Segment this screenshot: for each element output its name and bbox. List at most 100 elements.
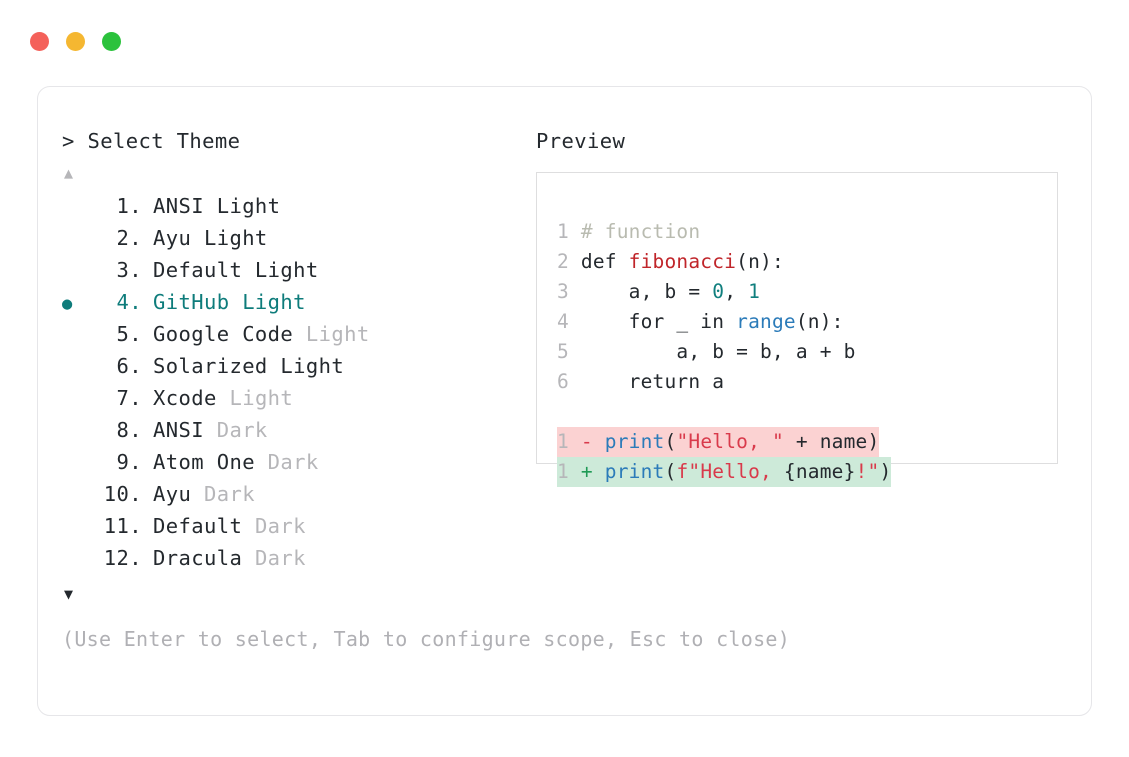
theme-item-name: Solarized Light: [153, 353, 345, 378]
theme-list-item[interactable]: ● 6. Solarized Light: [62, 354, 532, 386]
code-line: 3 a, b = 0, 1: [557, 277, 1057, 307]
bullet-spacer: ●: [62, 232, 93, 249]
theme-list-item[interactable]: ●11.Default Dark: [62, 514, 532, 546]
code-token-string: f"Hello,: [676, 459, 784, 483]
theme-item-name: Google Code: [153, 321, 294, 346]
theme-list-item[interactable]: ● 4.GitHub Light: [62, 290, 532, 322]
code-token-plain: ): [879, 459, 892, 483]
code-token-plain: (: [664, 429, 677, 453]
code-token-plain: (: [664, 459, 677, 483]
scroll-up-arrow-icon[interactable]: ▲: [64, 163, 74, 182]
theme-list-pane: > Select Theme ▲ ● 1. ANSI Light ● 2.Ayu L…: [62, 129, 532, 602]
code-token-builtin: print: [604, 429, 665, 453]
theme-item-number: 7.: [103, 385, 142, 410]
preview-label: Preview: [536, 129, 626, 153]
theme-list-item[interactable]: ● 9. Atom One Dark: [62, 450, 532, 482]
theme-list: ● 1.ANSI Light● 2.Ayu Light● 3.Default L…: [62, 194, 532, 578]
code-line: 4 for _ in range(n):: [557, 307, 1057, 337]
diff-line-number: 1: [557, 459, 569, 483]
diff-line-number: 1: [557, 429, 569, 453]
bullet-spacer: ●: [62, 200, 93, 217]
bullet-spacer: ●: [62, 328, 93, 345]
theme-item-name: Ayu: [153, 481, 192, 506]
code-line-number: 5: [557, 339, 569, 363]
theme-item-number: 11.: [103, 513, 142, 538]
bullet-spacer: ●: [62, 456, 93, 473]
selected-bullet-icon: ●: [62, 293, 73, 314]
theme-item-name: Dracula: [153, 545, 243, 570]
prompt-header: > Select Theme: [62, 129, 241, 153]
theme-item-variant: Dark: [242, 545, 306, 570]
code-token-func: fibonacci: [628, 249, 737, 273]
code-token-comment: # function: [568, 219, 701, 243]
theme-item-name: Atom One: [153, 449, 255, 474]
theme-list-item[interactable]: ● 7.Xcode Light: [62, 386, 532, 418]
theme-item-number: 3.: [103, 257, 142, 282]
theme-list-item[interactable]: ●10.Ayu Dark: [62, 482, 532, 514]
code-token-plain: a, b =: [568, 279, 713, 303]
theme-item-number: 5.: [103, 321, 142, 346]
theme-item-name: ANSI: [153, 417, 204, 442]
theme-item-number: 12.: [103, 545, 142, 570]
theme-item-number: 6.: [103, 353, 142, 378]
code-line-number: 4: [557, 309, 569, 333]
code-token-plain: (n):: [736, 249, 784, 273]
bullet-spacer: ●: [62, 488, 93, 505]
code-token-string: "Hello, ": [676, 429, 784, 453]
theme-item-number: 10.: [103, 481, 142, 506]
code-line-number: 3: [557, 279, 569, 303]
theme-list-item[interactable]: ● 1. ANSI Light: [62, 194, 532, 226]
code-line: 1 # function: [557, 217, 1057, 247]
theme-item-name: Ayu Light: [153, 225, 268, 250]
code-line-number: 1: [557, 219, 569, 243]
bullet-spacer: ●: [62, 360, 93, 377]
code-token-string: !": [855, 459, 880, 483]
theme-item-number: 1.: [103, 193, 142, 218]
maximize-dot[interactable]: [102, 32, 121, 51]
bullet-spacer: ●: [62, 552, 93, 569]
scroll-down-arrow-icon[interactable]: ▼: [64, 584, 74, 603]
code-token-keyword: def: [568, 249, 629, 273]
theme-item-variant: Dark: [254, 449, 319, 474]
theme-item-number: 9.: [103, 449, 142, 474]
footer-hint: (Use Enter to select, Tab to configure s…: [62, 627, 791, 651]
code-line: 2 def fibonacci(n):: [557, 247, 1057, 277]
theme-list-item[interactable]: ● 8. ANSI Dark: [62, 418, 532, 450]
code-token-plain: (n):: [795, 309, 844, 333]
code-token-plain: ,: [724, 279, 749, 303]
code-token-plain: {name}: [783, 459, 856, 483]
code-token-builtin: print: [604, 459, 665, 483]
theme-item-variant: Dark: [203, 417, 268, 442]
diff-block: 1 - print("Hello, " + name)1 + print(f"H…: [557, 426, 1057, 487]
code-token-number: 0: [712, 279, 725, 303]
theme-list-item[interactable]: ● 5. Google Code Light: [62, 322, 532, 354]
code-token-plain: + name): [783, 429, 880, 453]
code-token-builtin: range: [736, 309, 796, 333]
diff-line-del: 1 - print("Hello, " + name): [557, 426, 880, 457]
minimize-dot[interactable]: [66, 32, 85, 51]
theme-picker-card: > Select Theme ▲ ● 1. ANSI Light ● 2.Ayu L…: [37, 86, 1092, 716]
theme-item-name: Xcode: [153, 385, 217, 410]
close-dot[interactable]: [30, 32, 49, 51]
theme-item-variant: Light: [293, 321, 370, 346]
diff-marker-add: +: [568, 459, 605, 483]
theme-item-name: Default: [153, 513, 243, 538]
theme-item-name: ANSI Light: [153, 193, 281, 218]
theme-list-item[interactable]: ● 3.Default Light: [62, 258, 532, 290]
theme-item-number: 8.: [103, 417, 142, 442]
code-line-number: 6: [557, 369, 569, 393]
code-line: 6 return a: [557, 367, 1057, 397]
code-token-plain: a, b = b, a + b: [568, 339, 856, 363]
theme-item-number: 4.: [103, 289, 142, 314]
diff-marker-del: -: [568, 429, 605, 453]
diff-line-add: 1 + print(f"Hello, {name}!"): [557, 456, 892, 487]
code-token-number: 1: [748, 279, 761, 303]
bullet-spacer: ●: [62, 424, 93, 441]
theme-picker-body: > Select Theme ▲ ● 1. ANSI Light ● 2.Ayu L…: [38, 87, 1091, 715]
code-token-plain: for _ in: [568, 309, 737, 333]
theme-list-item[interactable]: ● 12. Dracula Dark: [62, 546, 532, 578]
theme-list-item[interactable]: ● 2.Ayu Light: [62, 226, 532, 258]
theme-item-name: Default Light: [153, 257, 319, 282]
